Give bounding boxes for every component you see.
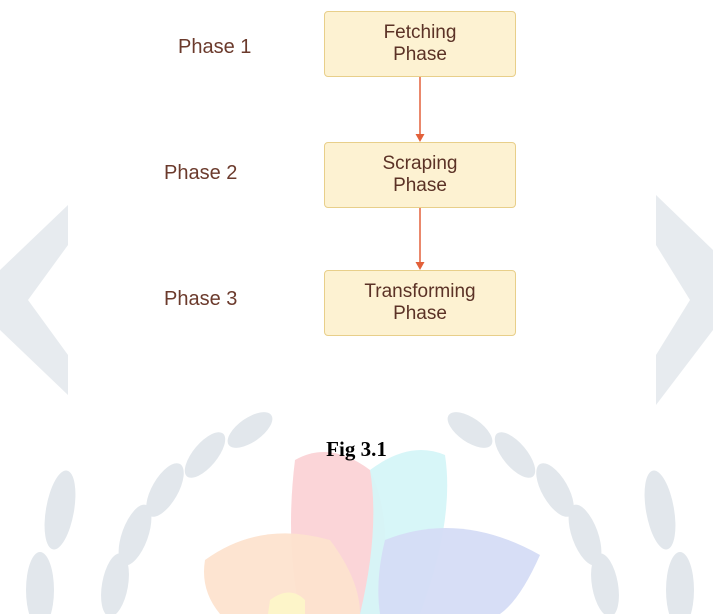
phase-3-label: Phase 3	[164, 288, 238, 310]
node-fetching-line2: Phase	[393, 44, 447, 65]
node-transforming-line1: Transforming	[364, 281, 476, 302]
node-scraping-phase: Scraping Phase	[324, 142, 516, 208]
figure-caption: Fig 3.1	[326, 437, 387, 461]
phase-2-label: Phase 2	[164, 162, 238, 184]
node-transforming-line2: Phase	[393, 303, 447, 324]
node-scraping-line2: Phase	[393, 175, 447, 196]
node-transforming-phase: Transforming Phase	[324, 270, 516, 336]
node-fetching-phase: Fetching Phase	[324, 11, 516, 77]
node-scraping-line1: Scraping	[382, 153, 458, 174]
node-fetching-line1: Fetching	[383, 22, 457, 43]
phase-1-label: Phase 1	[178, 36, 252, 58]
